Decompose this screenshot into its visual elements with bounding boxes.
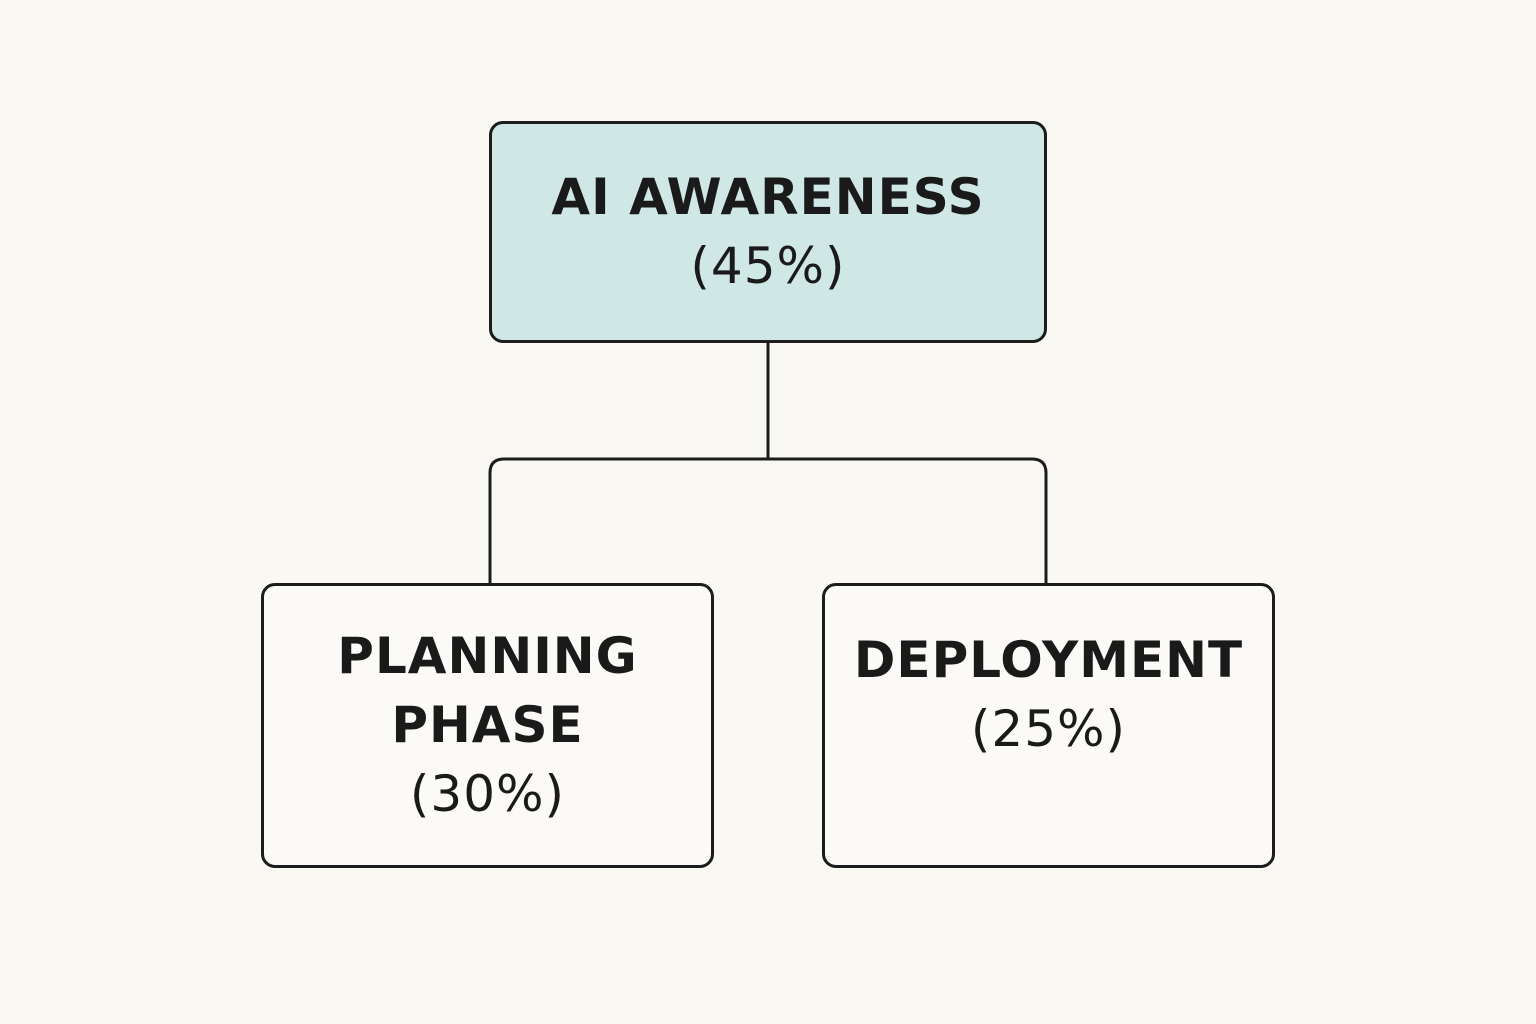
node-planning-phase-title-line-2: PHASE	[391, 696, 584, 754]
node-deployment: DEPLOYMENT (25%)	[822, 583, 1275, 868]
node-ai-awareness: AI AWARENESS (45%)	[489, 121, 1047, 343]
node-ai-awareness-title: AI AWARENESS	[551, 168, 985, 226]
node-ai-awareness-percent: (45%)	[690, 237, 846, 295]
node-planning-phase-title-line-1: PLANNING	[337, 627, 638, 685]
node-planning-phase-percent: (30%)	[409, 765, 566, 823]
node-deployment-title: DEPLOYMENT	[853, 631, 1244, 689]
node-planning-phase: PLANNING PHASE (30%)	[261, 583, 714, 868]
connector-branch	[488, 457, 1048, 583]
node-deployment-percent: (25%)	[970, 700, 1127, 758]
